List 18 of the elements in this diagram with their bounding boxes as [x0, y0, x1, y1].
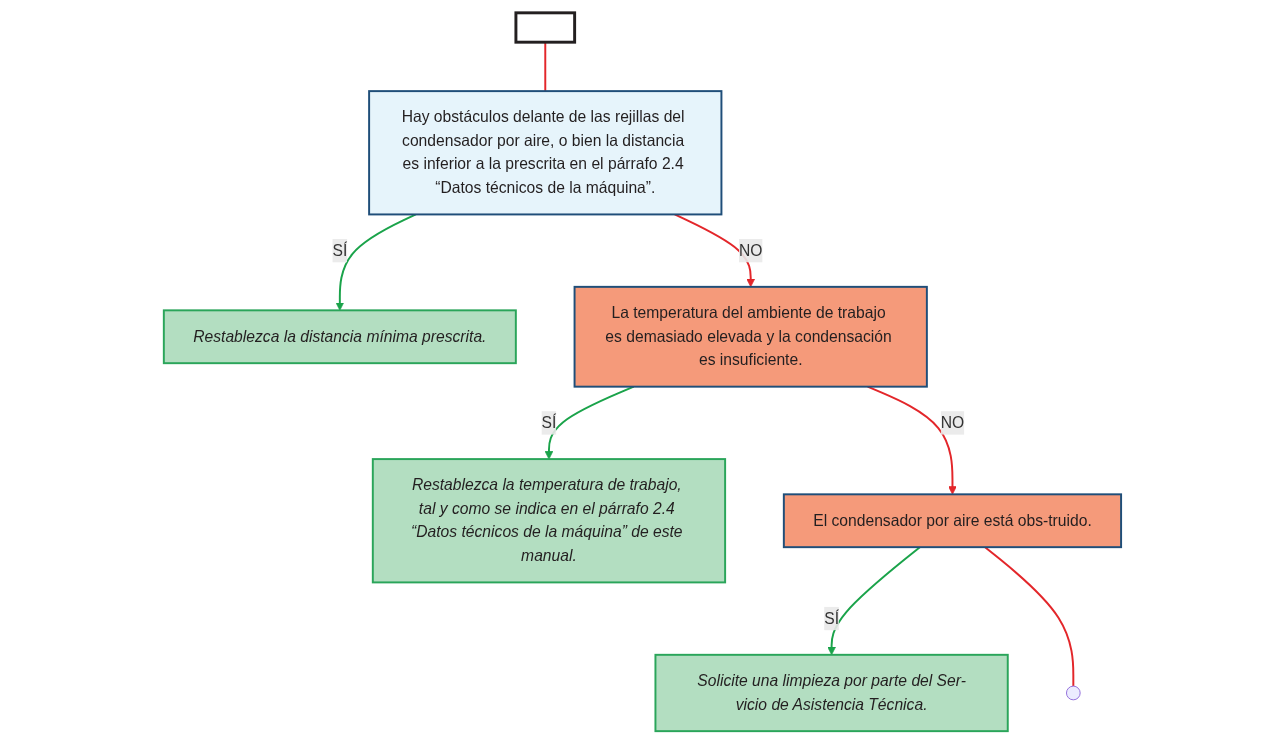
connector	[984, 546, 1075, 688]
edge-label: SÍ	[332, 241, 348, 259]
arrow	[866, 385, 957, 495]
node-box: Restablezca la distancia mínima prescrita.	[162, 309, 517, 365]
node-box: Hay obstáculos delante de las rejillas del condensador por aire, o bien la distancia es inferior a la prescrita en el párrafo 2.4 “Datos técnicos de la máquina”.	[368, 90, 723, 216]
edge-label: SÍ	[824, 609, 840, 627]
arrow	[544, 385, 635, 460]
node-box: Restablezca la temperatura de trabajo, tal y como se indica en el párrafo 2.4 “Datos técnicos de la máquina” de este manual.	[371, 458, 727, 584]
node-box	[514, 11, 577, 44]
node-box: La temperatura del ambiente de trabajo es demasiado elevada y la condensación es insuficiente.	[573, 285, 928, 388]
arrow	[673, 213, 756, 288]
arrow	[827, 546, 921, 656]
edge-label: SÍ	[541, 414, 557, 431]
node-box: Solicite una limpieza por parte del Ser-vicio de Asistencia Técnica.	[654, 653, 1009, 733]
node-box: El condensador por aire está obs-truido.	[782, 493, 1123, 549]
arrow	[335, 213, 417, 311]
edge-label: NO	[940, 414, 965, 431]
edge-label: NO	[739, 241, 763, 259]
